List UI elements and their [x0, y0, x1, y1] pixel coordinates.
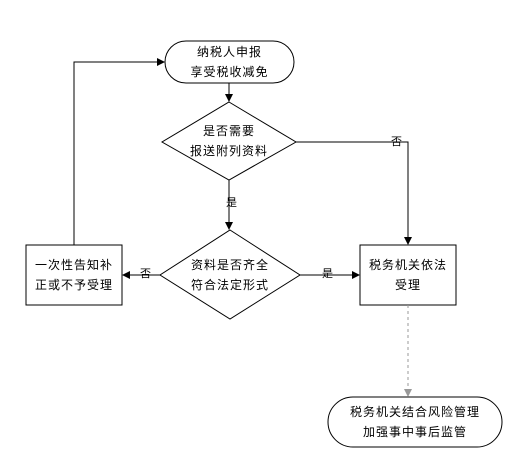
start-terminal: 纳税人申报 享受税收减免 [165, 41, 294, 83]
edge-label-docs-no: 否 [391, 135, 402, 148]
end-terminal-line2: 加强事中事后监管 [362, 425, 467, 439]
notify-process-shape [25, 244, 123, 306]
decision-docs: 是否需要 报送附列资料 [162, 102, 296, 180]
decision-form-line1: 资料是否齐全 [190, 257, 269, 272]
start-terminal-line2: 享受税收减免 [190, 65, 269, 79]
decision-form-line2: 符合法定形式 [190, 277, 269, 292]
edge-label-docs-yes: 是 [226, 196, 237, 209]
accept-process-line2: 受理 [394, 278, 421, 292]
start-terminal-line1: 纳税人申报 [196, 45, 262, 59]
end-terminal-line1: 税务机关结合风险管理 [349, 405, 480, 419]
decision-form: 资料是否齐全 符合法定形式 [160, 230, 300, 319]
edge-docs-no-to-accept [296, 141, 412, 245]
decision-docs-line2: 报送附列资料 [189, 144, 268, 158]
edge-label-form-yes: 是 [322, 267, 333, 280]
notify-process-line1: 一次性告知补 [34, 258, 113, 272]
end-terminal: 税务机关结合风险管理 加强事中事后监管 [328, 397, 502, 447]
edge-notify-back-to-start [73, 58, 165, 245]
end-terminal-shape [327, 396, 503, 448]
accept-process-line1: 税务机关依法 [368, 258, 447, 272]
decision-form-shape [159, 229, 301, 320]
accept-process-shape [359, 244, 457, 306]
edge-label-form-no: 否 [140, 267, 151, 280]
notify-process-line2: 正或不予受理 [34, 278, 113, 292]
decision-docs-line1: 是否需要 [202, 124, 255, 138]
notify-process: 一次性告知补 正或不予受理 [26, 245, 122, 305]
accept-process: 税务机关依法 受理 [360, 245, 456, 305]
